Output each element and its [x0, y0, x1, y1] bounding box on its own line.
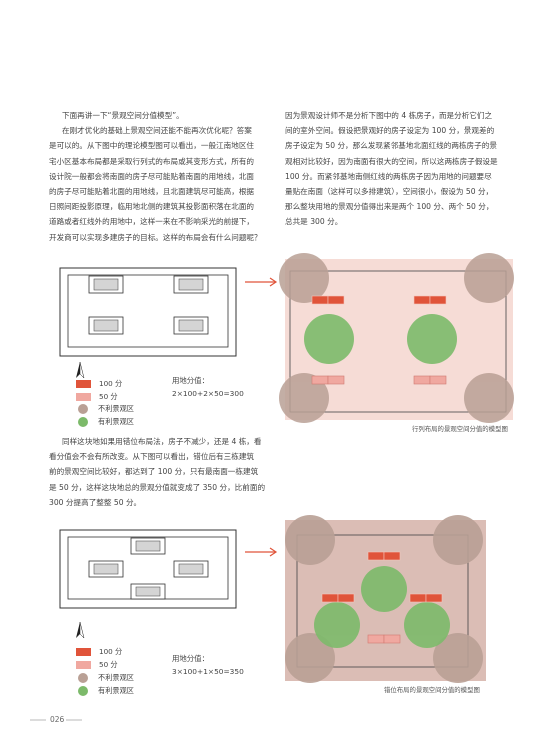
score-50-building: [311, 375, 447, 385]
swatch-50: [76, 661, 91, 669]
favorable-zone: [314, 566, 450, 648]
para-line: 100 分。而紧邻基地南侧红线的两栋房子因为用地的问题要尽: [285, 171, 492, 181]
building: [130, 537, 166, 555]
north-arrow-icon: [76, 621, 85, 639]
favorable-zone: [304, 314, 457, 364]
para-line: 日照间距投影原理，临用地北侧的建筑其投影面积落在北面的: [49, 202, 255, 212]
legend-label: 50 分: [99, 660, 118, 669]
swatch-favorable: [78, 686, 88, 696]
legend-label: 不利景观区: [98, 673, 134, 682]
legend-favorable: 有利景观区: [76, 686, 134, 696]
swatch-50: [76, 393, 91, 401]
score-formula: 3×100+1×50=350: [172, 667, 244, 676]
para-line: 宅小区基本布局都是采取行列式的布局或其变形方式，所有的: [49, 156, 255, 166]
arrow-icon: [245, 277, 278, 287]
para-line: 观相对比较好，因为南面有很大的空间，所以这两栋房子假设是: [285, 156, 498, 166]
legend-label: 不利景观区: [98, 404, 134, 413]
para-line: 开发商可以实现多建房子的目标。这样的布局会有什么问题呢？: [49, 232, 262, 242]
legend-label: 有利景观区: [98, 417, 134, 426]
para-line: 道路或者红线外的用地中，这样一来在不影响采光的前提下，: [49, 217, 255, 227]
left-text-block: 下面再讲一下“景观空间分值模型”。 在刚才优化的基础上景观空间还能不能再次优化呢…: [49, 108, 267, 245]
score-block-1: 用地分值： 2×100+2×50=300: [172, 374, 244, 400]
para-line: 间的室外空间。假设把景观好的房子设定为 100 分，景观差的: [285, 126, 495, 136]
para-line: 是可以的。从下图中的理论模型图可以看出，一般江南地区住: [49, 141, 255, 151]
para-line: 那么整块用地的景观分值得出来是两个 100 分、两个 50 分，: [285, 202, 494, 212]
legend-label: 100 分: [99, 379, 123, 388]
middle-text-block: 同样这块地如果用错位布局法，房子不减少，还是 4 栋，看 看分值会不会有所改变。…: [49, 434, 267, 510]
legend-100: 100 分: [76, 379, 122, 389]
para-line: 的房子尽可能贴着北面的用地线，且北面建筑尽可能高，根据: [49, 187, 255, 197]
para-line: 量贴在南面（这样可以多排建筑），空间很小，假设为 50 分，: [285, 187, 494, 197]
building: [88, 560, 124, 578]
swatch-100: [76, 380, 91, 388]
score-title: 用地分值：: [172, 654, 209, 663]
building: [173, 275, 209, 294]
score-100-building: [311, 295, 447, 305]
unfavorable-zone: [279, 253, 514, 423]
swatch-unfavorable: [78, 404, 88, 414]
swatch-100: [76, 648, 91, 656]
north-arrow-icon: [76, 361, 85, 379]
score-50-building: [367, 634, 401, 644]
building: [88, 316, 124, 335]
legend-50: 50 分: [76, 660, 118, 670]
building: [88, 275, 124, 294]
legend-label: 50 分: [99, 392, 118, 401]
legend-label: 有利景观区: [98, 686, 134, 695]
site-outline: [59, 267, 237, 357]
figure-caption-2: 错位布局的景观空间分值的模型图: [384, 686, 480, 694]
figure-caption-1: 行列布局的景观空间分值的模型图: [412, 425, 508, 433]
legend-unfavorable: 不利景观区: [76, 404, 134, 414]
para-line: 在刚才优化的基础上景观空间还能不能再次优化呢？答案: [62, 126, 252, 136]
building: [173, 316, 209, 335]
score-title: 用地分值：: [172, 376, 209, 385]
site-outline: [59, 529, 237, 609]
arrow-icon: [245, 547, 278, 557]
legend-label: 100 分: [99, 647, 123, 656]
score-block-2: 用地分值： 3×100+1×50=350: [172, 652, 244, 678]
score-formula: 2×100+2×50=300: [172, 389, 244, 398]
legend-favorable: 有利景观区: [76, 417, 134, 427]
legend-100: 100 分: [76, 647, 122, 657]
legend-50: 50 分: [76, 392, 118, 402]
para-line: 房子设定为 50 分，那么发现紧邻基地北面红线的两栋房子的景: [285, 141, 497, 151]
site-line: [296, 534, 469, 668]
unfavorable-zone: [285, 515, 483, 683]
swatch-favorable: [78, 417, 88, 427]
legend-unfavorable: 不利景观区: [76, 673, 134, 683]
swatch-unfavorable: [78, 673, 88, 683]
score-100-building: [321, 551, 443, 603]
para-line: 300 分提高了整整 50 分。: [49, 497, 142, 507]
page-number: 026: [50, 715, 65, 724]
para-line: 是 50 分，这样这块地总的景观分值就变成了 350 分，比前面的: [49, 482, 266, 492]
para-line: 看分值会不会有所改变。从下图可以看出，错位后有三栋建筑: [49, 452, 255, 462]
building: [173, 560, 209, 578]
para-line: 前的景观空间比较好，都达到了 100 分，只有最南面一栋建筑: [49, 467, 259, 477]
site-line: [289, 270, 507, 413]
building: [130, 583, 166, 600]
heading-line: 下面再讲一下“景观空间分值模型”。: [62, 111, 184, 120]
para-line: 总共是 300 分。: [285, 217, 343, 227]
site-inner-outline: [67, 274, 229, 348]
right-text-block: 因为景观设计师不是分析下图中的 4 栋房子，而是分析它们之 间的室外空间。假设把…: [285, 108, 510, 230]
para-line: 同样这块地如果用错位布局法，房子不减少，还是 4 栋，看: [62, 437, 262, 446]
para-line: 因为景观设计师不是分析下图中的 4 栋房子，而是分析它们之: [285, 111, 493, 120]
para-line: 设计院一般都会将南面的房子尽可能贴着南面的用地线，北面: [49, 171, 255, 181]
